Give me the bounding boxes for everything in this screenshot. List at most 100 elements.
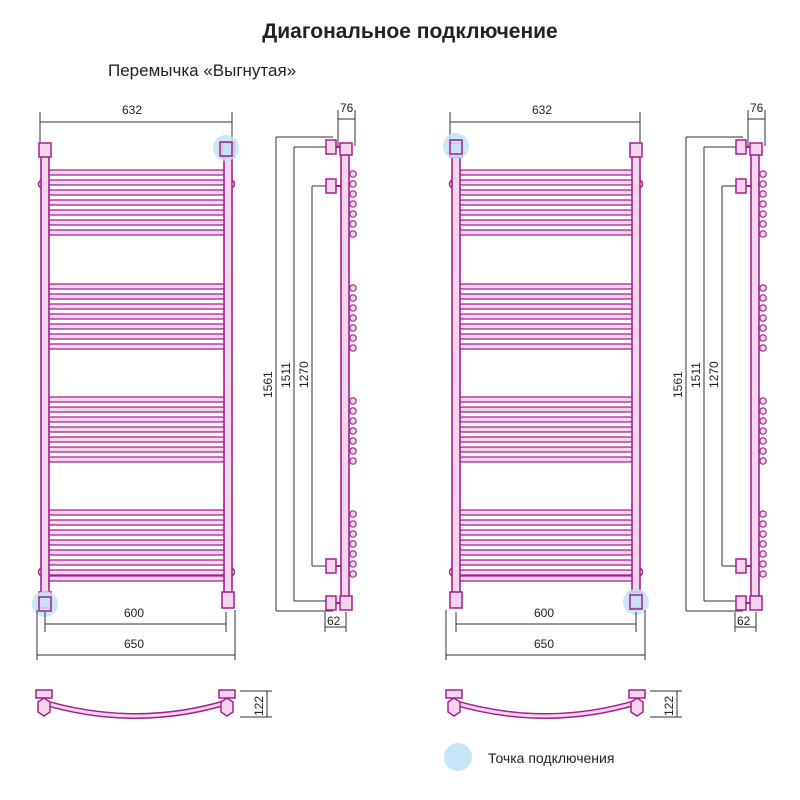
dim-side-depth-left: 76 [340,101,354,115]
rung-end [759,560,767,568]
dim-total-width-right: 650 [534,637,554,651]
rung [459,446,633,453]
rung [459,303,633,310]
front-view-right: 632 600 650 [443,103,649,660]
rung-end [349,447,357,455]
connection-point-top-right [213,135,239,161]
rung [48,179,225,186]
rung-end [349,540,357,548]
rung [459,323,633,330]
rung [459,229,633,236]
rung-end [759,294,767,302]
rung-end [759,550,767,558]
rungs-left [48,169,225,582]
side-view-right: 76 1561 1511 1270 62 [671,101,767,632]
rung-end [349,570,357,578]
rung-end [759,510,767,518]
front-view-left: 632 600 650 [32,103,239,660]
rung-end [349,530,357,538]
side-bumps-right [759,170,767,578]
rung [459,575,633,582]
rung [459,569,633,576]
rung [459,559,633,566]
dim-top-width-right: 632 [532,103,552,117]
rung [459,436,633,443]
rung [459,189,633,196]
dim-side-depth-right: 76 [750,101,764,115]
rung-end [759,190,767,198]
rung-end [759,180,767,188]
rung-end [349,417,357,425]
rung [48,559,225,566]
rung-end [349,294,357,302]
rung-end [349,170,357,178]
rung [48,549,225,556]
rung-end [349,407,357,415]
rung [48,229,225,236]
rung-end [349,210,357,218]
dim-side-bottom-right: 62 [737,614,751,628]
rung [48,199,225,206]
rung-end [349,457,357,465]
dim-arc-depth-left: 122 [252,696,266,716]
rung-end [349,560,357,568]
rung-end [349,344,357,352]
dim-height-inner-left: 1270 [297,361,311,388]
rung-end [759,457,767,465]
rung [459,416,633,423]
page-title: Диагональное подключение [262,20,558,43]
rung-end [759,397,767,405]
rung-end [759,447,767,455]
dim-height-inner-right: 1270 [707,361,721,388]
rung-end [759,230,767,238]
rung-end [759,520,767,528]
dim-axis-distance-left: 600 [124,606,144,620]
rung [459,169,633,176]
rung [48,575,225,582]
rung [48,416,225,423]
rung [48,569,225,576]
page-subtitle: Перемычка «Выгнутая» [108,61,297,80]
rung-end [349,437,357,445]
rung-end [759,427,767,435]
rung [459,396,633,403]
rung [48,426,225,433]
rung-end [349,427,357,435]
rung [459,313,633,320]
rung-end [759,314,767,322]
rung [48,219,225,226]
rung [459,293,633,300]
rung-end [759,570,767,578]
legend-connection-marker [444,743,472,771]
rung-end [349,324,357,332]
dim-height-mid-left: 1511 [279,362,293,388]
rung-end [349,550,357,558]
rung [459,333,633,340]
rung [48,436,225,443]
dim-arc-depth-right: 122 [662,696,676,716]
dim-height-mid-right: 1511 [689,362,703,388]
dim-side-bottom-left: 62 [327,614,341,628]
rung [48,303,225,310]
rung [48,209,225,216]
rung-end [759,417,767,425]
rung-end [759,334,767,342]
rung-end [759,220,767,228]
rung [48,519,225,526]
rung [48,396,225,403]
rung [459,426,633,433]
legend-label: Точка подключения [488,750,615,766]
rung-end [349,304,357,312]
rung-end [349,284,357,292]
dim-total-width-left: 650 [124,637,144,651]
rung-end [759,437,767,445]
rung-end [349,180,357,188]
rung [459,519,633,526]
rung [48,343,225,350]
dim-top-width: 632 [122,103,142,117]
rung [459,509,633,516]
rung-end [759,407,767,415]
top-view-right: 122 [445,689,682,719]
rung [459,456,633,463]
connection-point-top-left [443,133,469,159]
